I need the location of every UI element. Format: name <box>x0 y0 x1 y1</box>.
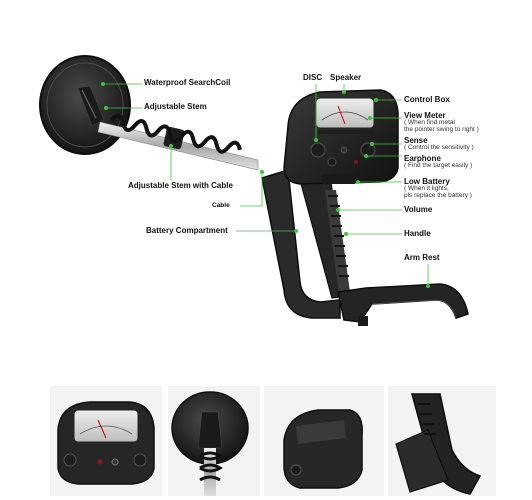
label-adjustable-stem-cable: Adjustable Stem with Cable <box>128 181 233 190</box>
leader-lines <box>101 82 430 288</box>
label-low-battery: Low Battery <box>404 177 450 186</box>
handle-frame <box>261 169 350 319</box>
label-adjustable-stem: Adjustable Stem <box>144 102 207 111</box>
label-earphone-note: ( Find the target easily ) <box>404 162 473 169</box>
label-sense-note: ( Control the sensitivity ) <box>404 144 474 151</box>
label-battery-compartment: Battery Compartment <box>146 226 228 235</box>
label-handle: Handle <box>404 229 431 238</box>
label-waterproof-coil: Waterproof SearchCoil <box>144 78 231 87</box>
detail-panel-coil <box>168 386 260 496</box>
adjustable-stem <box>97 113 259 171</box>
label-low-battery-note2: pls replace the battery ) <box>404 192 472 199</box>
label-sense: Sense <box>404 136 428 145</box>
detail-panel-control-box <box>50 386 162 496</box>
label-view-meter-note1: ( When find metal <box>404 119 455 126</box>
label-volume: Volume <box>404 205 433 214</box>
label-view-meter-note2: the pointer swing to right ) <box>404 126 479 133</box>
label-arm-rest: Arm Rest <box>404 253 440 262</box>
label-control-box: Control Box <box>404 95 450 104</box>
label-disc: DISC <box>303 73 323 82</box>
label-low-battery-note1: ( When it lights, <box>404 185 449 192</box>
control-box <box>283 89 399 185</box>
label-earphone: Earphone <box>404 154 441 163</box>
label-view-meter: View Meter <box>404 111 446 120</box>
detail-panel-side <box>264 386 384 496</box>
arm-rest <box>337 283 469 326</box>
label-cable: Cable <box>212 202 230 209</box>
label-speaker: Speaker <box>330 73 362 82</box>
detail-panel-arm-rest <box>388 386 496 496</box>
search-coil <box>39 55 131 155</box>
